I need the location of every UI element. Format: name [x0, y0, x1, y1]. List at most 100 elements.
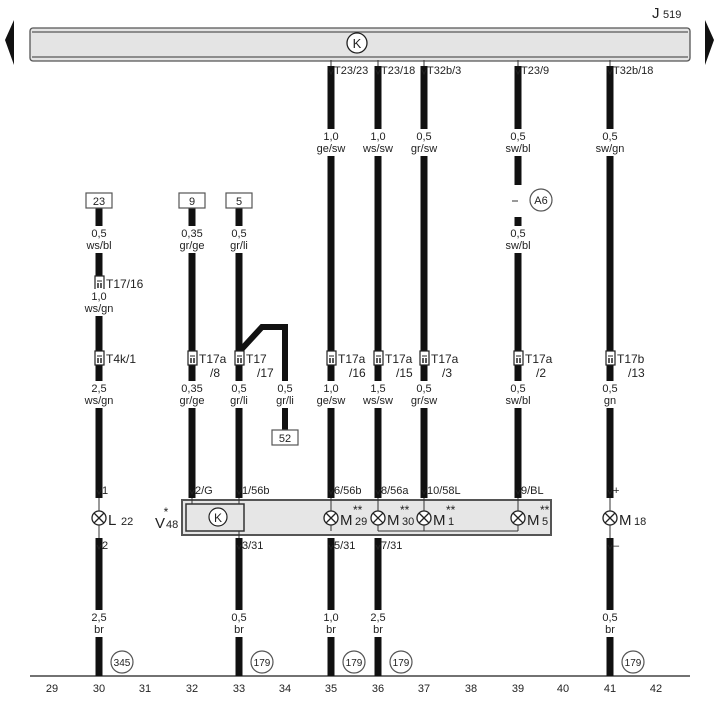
- label-bg: [79, 381, 119, 408]
- connector-icon: [234, 350, 245, 366]
- column-number: 38: [465, 683, 477, 695]
- module-star: *: [164, 505, 169, 519]
- label-bg: [404, 381, 444, 408]
- label-bg: [172, 226, 212, 253]
- bus-symbol-circle: [346, 32, 368, 54]
- pin-arrow: [607, 69, 613, 76]
- pin-arrow: [607, 544, 613, 551]
- terminal-box-frame: [271, 429, 299, 446]
- connector-label: T17a: [431, 352, 459, 366]
- connector-sub-label: /16: [349, 366, 366, 380]
- terminal-box-label: 9: [189, 196, 195, 208]
- column-number: 36: [372, 683, 384, 695]
- module-bus-icon: K: [214, 511, 222, 525]
- connector-body: [419, 350, 430, 366]
- device-number: 5: [542, 516, 548, 528]
- label-bg: [358, 610, 398, 637]
- device-stars: **: [353, 503, 363, 517]
- component-letter: J: [652, 5, 660, 22]
- label-bg: [590, 381, 630, 408]
- wire-label-gauge: 1,0: [323, 131, 338, 143]
- reference-number: 179: [393, 658, 410, 669]
- pin-label: T23/23: [334, 65, 368, 77]
- wire-label-gauge: 0,35: [181, 383, 202, 395]
- wire-label-gauge: 0,5: [602, 383, 617, 395]
- label-bg: [590, 129, 630, 156]
- wire-label-gauge: 0,5: [416, 131, 431, 143]
- terminal-box-frame: [85, 192, 113, 209]
- lamp-cross: [93, 512, 105, 524]
- terminal-box-label: 23: [93, 196, 105, 208]
- pin-arrow: [236, 489, 242, 496]
- wire-label-color: ge/sw: [317, 143, 346, 155]
- wire-label-gauge: 0,35: [181, 228, 202, 240]
- wire-label-color: ws/sw: [362, 395, 393, 407]
- pin-arrow: [375, 544, 381, 551]
- column-number: 37: [418, 683, 430, 695]
- pin-arrow: [421, 489, 427, 496]
- wire-label-gauge: 0,5: [416, 383, 431, 395]
- wire-label-gauge: 1,0: [91, 291, 106, 303]
- pin-label: 1: [102, 485, 108, 497]
- pin-label: T23/9: [521, 65, 549, 77]
- wire-label-gauge: 2,5: [91, 383, 106, 395]
- pin-label: 1/56b: [242, 485, 270, 497]
- wire-label-color: ws/sw: [362, 143, 393, 155]
- connector-label: T4k/1: [106, 352, 136, 366]
- terminal-box-label: 5: [236, 196, 242, 208]
- column-number: 32: [186, 683, 198, 695]
- device-letter: M: [619, 512, 632, 529]
- pin-arrow: [236, 544, 242, 551]
- connector-body: [94, 350, 105, 366]
- terminal-box-label: 52: [279, 433, 291, 445]
- label-bg: [498, 226, 538, 253]
- pin-arrow: [375, 489, 381, 496]
- label-bg: [311, 381, 351, 408]
- label-bg: [219, 610, 259, 637]
- pin-label: T32b/18: [613, 65, 653, 77]
- reference-circle-icon: [342, 650, 366, 674]
- wire-label-gauge: 0,5: [231, 228, 246, 240]
- connector-icon: [373, 350, 384, 366]
- label-bg: [219, 226, 259, 253]
- pin-label: 6/56b: [334, 485, 362, 497]
- module-name: V: [155, 515, 165, 532]
- connector-body: [513, 350, 524, 366]
- terminal-box-frame: [225, 192, 253, 209]
- pin-arrow: [515, 489, 521, 496]
- pin-arrow: [328, 544, 334, 551]
- label-bg: [172, 381, 212, 408]
- wire-label-color: ge/sw: [317, 395, 346, 407]
- lamp-cross: [325, 512, 337, 524]
- label-bg: [358, 381, 398, 408]
- pin-arrow: [375, 69, 381, 76]
- wire-label-color: gr/sw: [411, 395, 437, 407]
- pin-arrow: [96, 489, 102, 496]
- connector-label: T17a: [338, 352, 366, 366]
- connector-label: T17b: [617, 352, 645, 366]
- wire-label-gauge: 2,5: [370, 612, 385, 624]
- connector-label: T17a: [525, 352, 553, 366]
- wire-label-gauge: 0,5: [231, 612, 246, 624]
- connector-icon: [326, 350, 337, 366]
- pin-label: 7/31: [381, 540, 402, 552]
- pin-label: 2/G: [195, 485, 213, 497]
- component-number: 519: [663, 9, 681, 21]
- connector-label: T17a: [199, 352, 227, 366]
- reference-circle-icon: [110, 650, 134, 674]
- connector-icon: [419, 350, 430, 366]
- wire-label-color: ws/bl: [85, 240, 111, 252]
- connector-label: T17: [246, 352, 267, 366]
- device-number: 30: [402, 516, 414, 528]
- connector-icon: [513, 350, 524, 366]
- pin-label: 2: [102, 540, 108, 552]
- reference-circle-icon: [389, 650, 413, 674]
- wire-label-gauge: 0,5: [510, 131, 525, 143]
- lamp-cross: [372, 512, 384, 524]
- column-number: 30: [93, 683, 105, 695]
- reference-number: 179: [254, 658, 271, 669]
- pin-label: 9/BL: [521, 485, 544, 497]
- wire-label-color: br: [373, 624, 383, 636]
- marker-label: A6: [534, 195, 547, 207]
- device-letter: L: [108, 512, 116, 529]
